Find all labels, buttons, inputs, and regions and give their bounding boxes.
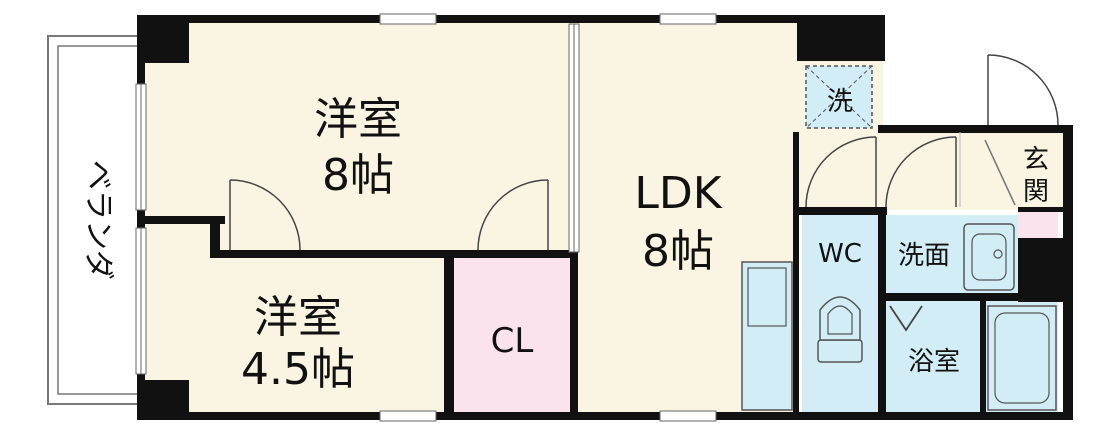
kitchen-counter bbox=[741, 261, 793, 411]
window-bottom-2 bbox=[659, 410, 717, 422]
windows bbox=[135, 13, 717, 422]
door-closet bbox=[477, 179, 549, 251]
walls bbox=[137, 15, 1073, 420]
balcony bbox=[47, 35, 141, 405]
closet-floor bbox=[452, 255, 572, 415]
western-room-2-size: 4.5帖 bbox=[241, 344, 355, 395]
window-top-1 bbox=[379, 13, 437, 25]
entrance-floor bbox=[960, 132, 1018, 210]
bathtub bbox=[987, 305, 1057, 411]
door-entrance bbox=[987, 54, 1059, 126]
toilet-label: WC bbox=[818, 239, 862, 269]
wash-basin bbox=[963, 223, 1015, 291]
washer-label: 洗 bbox=[827, 87, 853, 117]
ldk-label: LDK bbox=[634, 168, 722, 219]
balcony-label: ベランダ bbox=[81, 160, 116, 280]
western-room-2-label: 洋室 bbox=[254, 292, 342, 343]
balcony-outline bbox=[47, 35, 141, 405]
bathroom-drain bbox=[889, 305, 923, 332]
washroom-label: 洗面 bbox=[898, 241, 950, 271]
entrance-step bbox=[1018, 210, 1058, 238]
door-western-1 bbox=[229, 179, 301, 251]
bathroom-label: 浴室 bbox=[908, 347, 960, 377]
entrance-label-bottom: 関 bbox=[1023, 177, 1049, 207]
door-washroom bbox=[885, 136, 957, 208]
doors bbox=[229, 54, 1059, 251]
window-top-2 bbox=[659, 13, 717, 25]
kitchen-sink bbox=[747, 267, 787, 327]
entrance-label-top: 玄 bbox=[1023, 145, 1049, 175]
fixtures bbox=[741, 65, 1057, 411]
toilet-fixture bbox=[817, 296, 863, 363]
window-bottom-1 bbox=[379, 410, 437, 422]
western-room-2-floor bbox=[140, 250, 450, 415]
closet-label: CL bbox=[491, 321, 534, 361]
door-toilet bbox=[805, 136, 877, 208]
ldk-size: 8帖 bbox=[642, 226, 714, 277]
western-room-1-label: 洋室 bbox=[314, 94, 402, 145]
western-room-1-size: 8帖 bbox=[322, 150, 394, 201]
western-room-1-floor bbox=[140, 18, 575, 250]
labels: 洋室 8帖 洋室 4.5帖 LDK 8帖 CL 洗 玄 関 WC 洗面 浴室 ベ… bbox=[81, 87, 1050, 395]
